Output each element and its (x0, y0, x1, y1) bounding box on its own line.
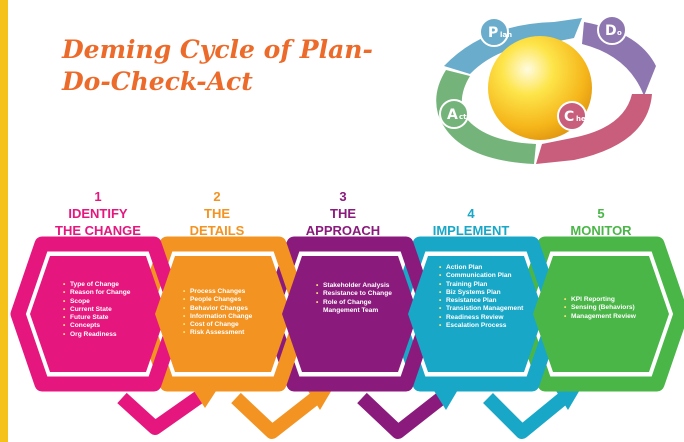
arrow-1-2 (117, 389, 207, 435)
cycle-arc-do (582, 22, 656, 96)
list-item: Resistance to Change (315, 290, 393, 299)
list-item: Biz Systems Plan (438, 289, 526, 298)
svg-text:D: D (605, 23, 617, 39)
step-title-line1: THE (330, 206, 356, 221)
list-item: KPI Reporting (563, 296, 663, 305)
step-title-line1: MONITOR (570, 223, 632, 238)
list-item: Future State (62, 314, 150, 323)
step-2-heading: 2 THE DETAILS (157, 188, 277, 239)
list-item: Action Plan (438, 264, 526, 273)
list-item: Management Review (563, 313, 663, 322)
step-3-heading: 3 THE APPROACH (283, 188, 403, 239)
list-item: Transistion Management (438, 305, 526, 314)
list-item: Concepts (62, 322, 150, 331)
step-4-list: Action Plan Communication Plan Training … (438, 264, 526, 331)
list-item: Information Change (182, 313, 272, 322)
arrow-2-3 (231, 390, 323, 439)
arrow-3-4 (357, 390, 449, 439)
step-title-line1: IMPLEMENT (432, 223, 510, 238)
step-title-line2: DETAILS (189, 223, 245, 238)
cycle-arc-check (536, 94, 652, 164)
list-item: Role of Change Mangement Team (315, 299, 393, 316)
step-number: 1 (94, 189, 102, 204)
svg-text:P: P (488, 25, 498, 41)
step-title-line1: THE (204, 206, 230, 221)
cycle-badge-check: C heck (557, 101, 595, 131)
svg-text:A: A (447, 107, 458, 123)
connector-arrows (117, 385, 581, 439)
list-item: Org Readiness (62, 331, 150, 340)
list-item: People Changes (182, 296, 272, 305)
step-5-list: KPI Reporting Sensing (Behaviors) Manage… (563, 296, 663, 321)
step-title-line2: THE CHANGE (55, 223, 141, 238)
list-item: Readiness Review (438, 314, 526, 323)
step-1-list: Type of Change Reason for Change Scope C… (62, 281, 150, 339)
cycle-label-check: heck (576, 115, 595, 123)
list-item: Sensing (Behaviors) (563, 304, 663, 313)
list-item: Communication Plan (438, 272, 526, 281)
step-number: 5 (597, 206, 605, 221)
list-item: Scope (62, 298, 150, 307)
pdca-cycle-diagram: P lan D o C heck A ct (436, 15, 656, 164)
cycle-label-do: o (617, 29, 622, 37)
list-item: Reason for Change (62, 289, 150, 298)
list-item: Behavior Changes (182, 305, 272, 314)
list-item: Risk Assessment (182, 329, 272, 338)
step-title-line2: APPROACH (305, 223, 381, 238)
cycle-badge-act: A ct (439, 99, 469, 129)
step-3-list: Stakeholder Analysis Resistance to Chang… (315, 282, 393, 315)
step-number: 4 (467, 206, 475, 221)
step-2-list: Process Changes People Changes Behavior … (182, 288, 272, 338)
step-number: 2 (213, 189, 221, 204)
cycle-arc-act (436, 70, 536, 164)
arrow-4-5 (483, 390, 571, 439)
list-item: Resistance Plan (438, 297, 526, 306)
cycle-badge-do: D o (597, 15, 627, 45)
list-item: Escalation Process (438, 322, 526, 331)
list-item: Cost of Change (182, 321, 272, 330)
list-item: Stakeholder Analysis (315, 282, 393, 291)
cycle-label-act: ct (459, 113, 467, 121)
arrow-2-3-head (305, 386, 333, 410)
cycle-label-plan: lan (500, 31, 512, 39)
list-item: Type of Change (62, 281, 150, 290)
list-item: Process Changes (182, 288, 272, 297)
hexagon-1 (10, 236, 186, 392)
cycle-badge-plan: P lan (479, 17, 512, 47)
arrow-3-4-head (431, 386, 459, 410)
svg-text:C: C (564, 109, 574, 125)
list-item: Current State (62, 306, 150, 315)
step-number: 3 (339, 189, 347, 204)
step-1-heading: 1 IDENTIFY THE CHANGE (38, 188, 158, 239)
step-5-heading: 5 MONITOR (541, 205, 661, 239)
arrow-4-5-head (553, 386, 581, 410)
left-accent-bar (0, 0, 8, 442)
step-title-line1: IDENTIFY (68, 206, 128, 221)
page-title: Deming Cycle of Plan-Do-Check-Act (62, 35, 373, 96)
step-4-heading: 4 IMPLEMENT (411, 205, 531, 239)
list-item: Training Plan (438, 281, 526, 290)
